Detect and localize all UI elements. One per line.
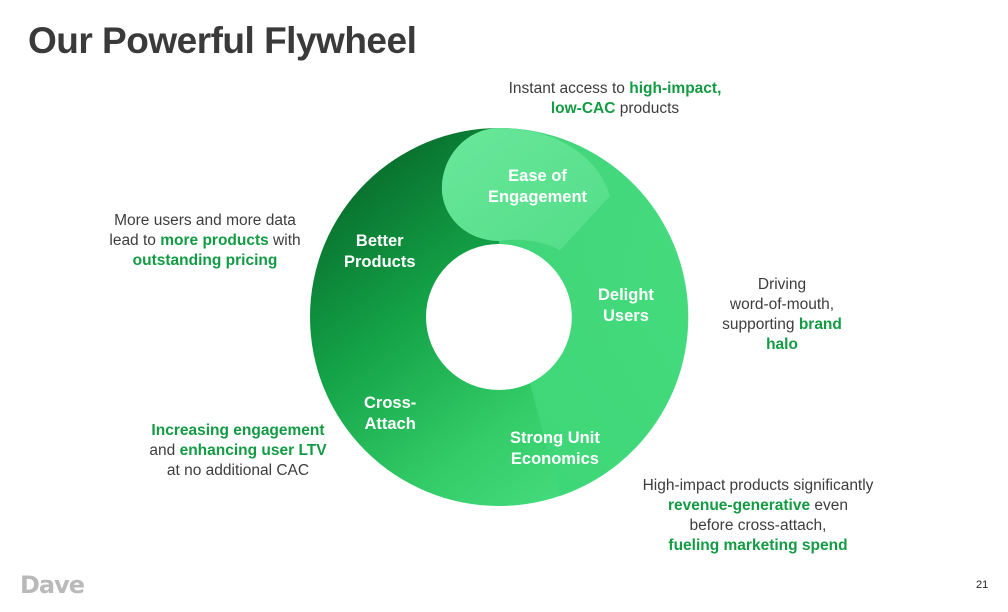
page-title: Our Powerful Flywheel (28, 20, 417, 61)
ease-of-engagement-blob (441, 128, 610, 250)
callout-right: Driving word-of-mouth, supporting brand … (722, 276, 842, 353)
segment-cross-attach: Cross-Attach (364, 394, 417, 433)
dave-logo: Dave (20, 571, 85, 599)
page-number: 21 (976, 579, 989, 591)
callout-top: Instant access to high-impact, low-CAC p… (508, 80, 722, 117)
callout-bottom-right: High-impact products significantly reven… (642, 477, 874, 554)
callout-left: More users and more data lead to more pr… (109, 212, 301, 269)
callout-bottom-left: Increasing engagement and enhancing user… (149, 422, 327, 479)
